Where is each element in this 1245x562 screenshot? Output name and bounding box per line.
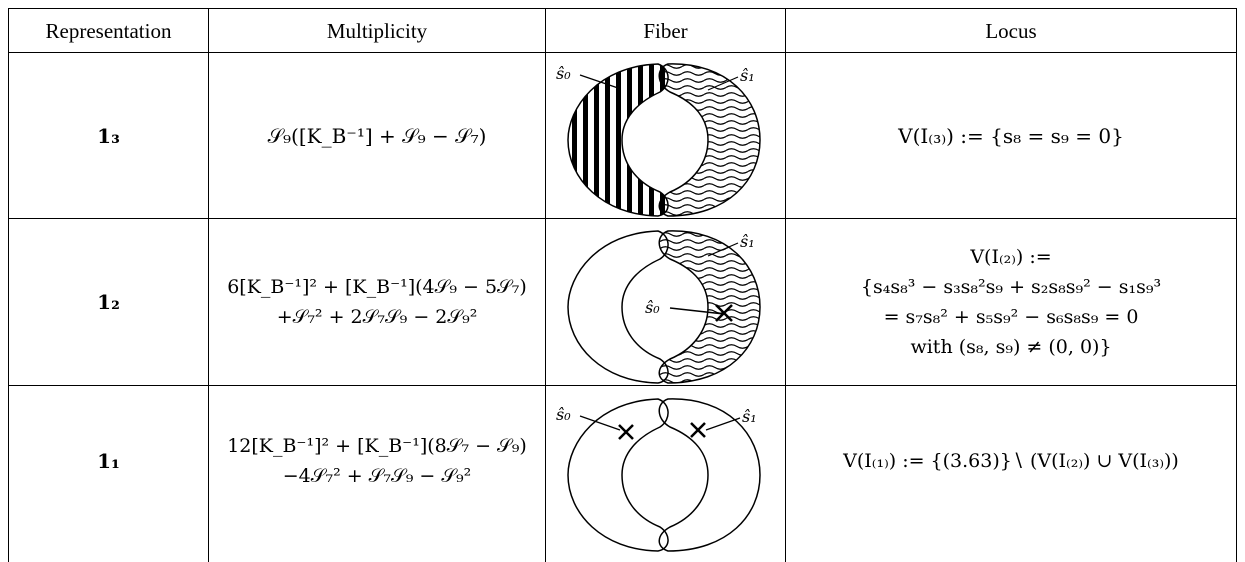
vrule-3	[785, 8, 786, 562]
row3-representation: 𝟏₁	[97, 449, 120, 473]
vrule-1	[208, 8, 209, 562]
row2-locus: V(I₍₂₎) := {s₄s₈³ − s₃s₈²s₉ + s₂s₈s₉² − …	[860, 246, 1162, 358]
rule-header	[8, 52, 1237, 53]
fiber-row3-label-line-s0	[579, 415, 621, 431]
fiber-row2-label-line-s0	[669, 307, 725, 315]
vrule-left	[8, 8, 9, 562]
fiber-row1-left-component	[567, 63, 669, 217]
header-locus: Locus	[985, 18, 1037, 43]
fiber-row2-point-marker	[715, 304, 733, 322]
fiber-row2-label-s0: ŝ₀	[645, 298, 660, 317]
rule-top	[8, 8, 1237, 9]
row2-multiplicity: 6[K_B⁻¹]² + [K_B⁻¹](4𝒮₉ − 5𝒮₇) +𝒮₇² + 2𝒮…	[227, 276, 527, 328]
fiber-row1-label-s1: ŝ₁	[740, 66, 755, 85]
fiber-row2-label-s1: ŝ₁	[740, 232, 755, 251]
row3-multiplicity: 12[K_B⁻¹]² + [K_B⁻¹](8𝒮₇ − 𝒮₉) −4𝒮₇² + 𝒮…	[227, 435, 527, 487]
vrule-2	[545, 8, 546, 562]
row1-locus: V(I₍₃₎) := {s₈ = s₉ = 0}	[898, 123, 1124, 148]
row1-representation: 𝟏₃	[97, 123, 120, 148]
fiber-row3-marker-right	[690, 422, 706, 438]
row2-representation: 𝟏₂	[97, 290, 120, 314]
fiber-row3: ŝ₀ ŝ₁	[556, 398, 761, 552]
fiber-row3-label-line-s1	[705, 417, 741, 431]
fiber-row1-label-s0: ŝ₀	[556, 64, 571, 83]
fiber-row3-left-component	[567, 398, 669, 552]
fiber-row2-label-line-s1	[707, 242, 739, 257]
fiber-row3-right-component	[658, 398, 761, 552]
fiber-row3-label-s1: ŝ₁	[742, 407, 757, 426]
row3-locus: V(I₍₁₎) := {(3.63)}∖ (V(I₍₂₎) ∪ V(I₍₃₎))	[843, 450, 1179, 472]
fiber-row2-right-component	[658, 230, 761, 384]
fiber-row2: ŝ₁ ŝ₀	[567, 230, 761, 384]
rule-row1	[8, 218, 1237, 219]
fiber-row1: ŝ₀ ŝ₁	[556, 63, 761, 217]
header-fiber: Fiber	[643, 18, 688, 43]
fiber-row3-label-s0: ŝ₀	[556, 405, 571, 424]
vrule-right	[1236, 8, 1237, 562]
header-multiplicity: Multiplicity	[326, 18, 428, 43]
rule-row2	[8, 385, 1237, 386]
fiber-row3-marker-left	[618, 424, 634, 440]
fiber-row1-right-component	[658, 63, 761, 217]
header-representation: Representation	[45, 18, 172, 43]
fiber-row1-label-line-s1	[707, 76, 739, 91]
fiber-row1-label-line-s0	[579, 74, 619, 89]
row1-multiplicity: 𝒮₉([K_B⁻¹] + 𝒮₉ − 𝒮₇)	[267, 123, 487, 148]
